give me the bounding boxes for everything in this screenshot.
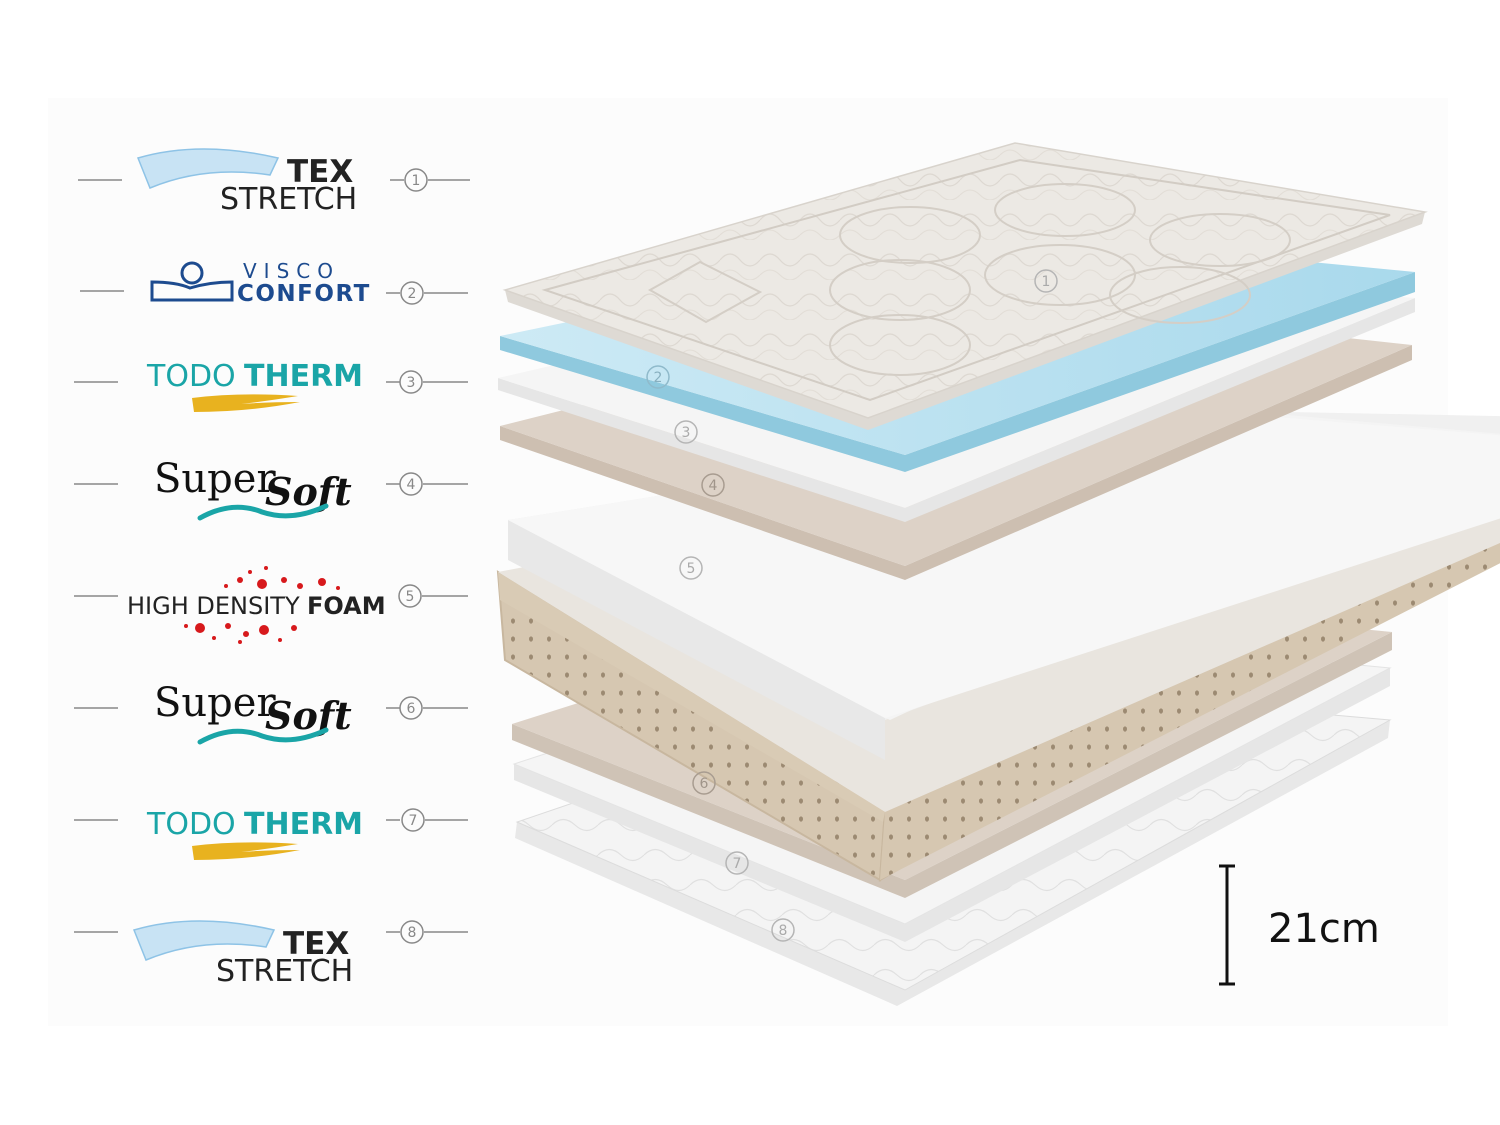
legend-1-line1: TEX [287, 154, 353, 190]
legend-7-line1: TODO [146, 807, 236, 842]
legend-6-line2: Soft [265, 693, 352, 738]
slab-marker-4: 4 [701, 473, 725, 497]
legend-7-number: 7 [409, 813, 418, 829]
slab-marker-5: 5 [679, 556, 703, 580]
legend-2-line1: VISCO [243, 259, 340, 283]
legend-row-3: TODO THERM 3 [74, 359, 468, 412]
legend-7-line2: THERM [244, 807, 363, 842]
legend-row-1: TEX STRETCH 1 [78, 148, 470, 217]
layer-1-slab [502, 142, 1428, 430]
legend-3-number: 3 [407, 375, 416, 391]
legend-5-line1: HIGH DENSITY [127, 592, 300, 620]
legend-row-5: HIGH DENSITY FOAM 5 [74, 566, 468, 644]
slab-marker-2: 2 [646, 365, 670, 389]
legend-6-line1: Super [154, 680, 276, 726]
slab-marker-6-text: 6 [700, 776, 709, 792]
slab-marker-8-text: 8 [779, 923, 788, 939]
height-label: 21cm [1268, 906, 1380, 952]
tex-stretch-fabric-icon [136, 148, 280, 189]
slab-marker-1: 1 [1034, 269, 1058, 293]
slab-marker-5-text: 5 [687, 561, 696, 577]
foam-dots-icon [184, 566, 340, 644]
legend-row-8: TEX STRETCH 8 [74, 920, 468, 989]
legend-5-line2: FOAM [307, 592, 386, 620]
slab-marker-3-text: 3 [682, 425, 691, 441]
slab-marker-2-text: 2 [654, 370, 663, 386]
legend-1-number: 1 [412, 173, 421, 189]
legend-row-2: VISCO CONFORT 2 [80, 259, 468, 307]
visco-head-icon [150, 261, 234, 302]
todotherm-wave-icon [192, 842, 300, 860]
slab-marker-4-text: 4 [709, 478, 718, 494]
slab-number-markers: 1 2 3 4 5 6 7 8 [646, 269, 1058, 942]
legend-4-number: 4 [407, 477, 416, 493]
legend-1-line2: STRETCH [220, 182, 357, 217]
legend-4-line1: Super [154, 456, 276, 502]
supersoft-wave-icon [197, 503, 329, 521]
legend-2-number: 2 [408, 286, 417, 302]
slab-marker-7: 7 [725, 851, 749, 875]
legend-8-line2: STRETCH [216, 954, 353, 989]
tex-stretch-fabric-icon [132, 920, 276, 961]
legend-4-line2: Soft [265, 469, 352, 514]
legend-5-number: 5 [406, 589, 415, 605]
legend-6-number: 6 [407, 701, 416, 717]
slab-marker-3: 3 [674, 420, 698, 444]
slab-marker-1-text: 1 [1042, 274, 1051, 290]
legend-8-number: 8 [408, 925, 417, 941]
height-dimension: 21cm [1219, 864, 1380, 986]
legend-8-line1: TEX [283, 926, 349, 962]
todotherm-wave-icon [192, 394, 300, 412]
slab-marker-6: 6 [692, 771, 716, 795]
slab-marker-8: 8 [771, 918, 795, 942]
legend-row-4: Super Soft 4 [74, 456, 468, 521]
legend-2-line2: CONFORT [237, 281, 371, 307]
supersoft-wave-icon [197, 727, 329, 745]
legend-row-7: TODO THERM 7 [74, 807, 468, 860]
legend-row-6: Super Soft 6 [74, 680, 468, 745]
legend-3-line2: THERM [244, 359, 363, 394]
slab-marker-7-text: 7 [733, 856, 742, 872]
legend-3-line1: TODO [146, 359, 236, 394]
